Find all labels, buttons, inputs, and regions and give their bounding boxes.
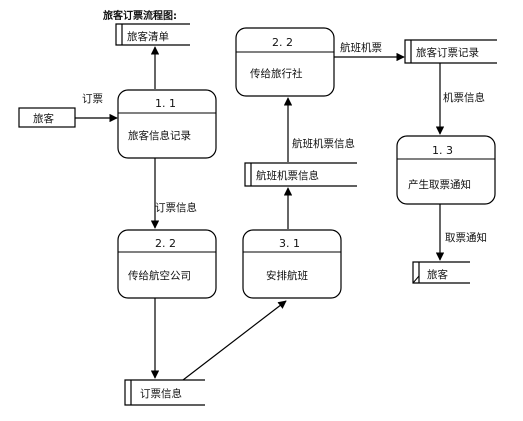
- flow-label-flight-ticket: 航班机票: [340, 41, 382, 54]
- process-id: 3. 1: [279, 237, 300, 250]
- process-name: 产生取票通知: [408, 178, 471, 191]
- process-name: 旅客信息记录: [128, 129, 191, 142]
- process-1-1: 1. 1 旅客信息记录: [117, 89, 217, 159]
- flow-label-pickup-notice: 取票通知: [445, 231, 487, 244]
- data-store-ticket-info: 订票信息: [124, 379, 205, 406]
- external-entity-label: 旅客: [33, 112, 54, 125]
- data-store-flight-ticket-info: 航班机票信息: [244, 162, 357, 187]
- flow-label-booking: 订票: [82, 93, 103, 105]
- data-store-label: 旅客: [427, 268, 448, 281]
- data-store-label: 旅客清单: [127, 30, 169, 43]
- flow-label-ticket-info: 订票信息: [155, 201, 197, 214]
- data-store-booking-records: 旅客订票记录: [404, 39, 497, 64]
- data-store-label: 订票信息: [140, 387, 182, 400]
- process-id: 1. 1: [155, 97, 176, 110]
- data-store-label: 航班机票信息: [256, 169, 319, 182]
- flow-arrow-ticket-store-to-schedule: [182, 300, 287, 381]
- diagram-title: 旅客订票流程图:: [103, 9, 177, 22]
- process-id: 1. 3: [432, 144, 453, 157]
- process-2-2-airline: 2. 2 传给航空公司: [117, 229, 217, 299]
- process-1-3: 1. 3 产生取票通知: [396, 135, 496, 205]
- process-name: 安排航班: [266, 269, 308, 282]
- flow-label-flight-ticket-info: 航班机票信息: [292, 137, 355, 150]
- process-id: 2. 2: [155, 237, 176, 250]
- process-name: 传给航空公司: [128, 269, 191, 282]
- external-entity-passenger: 旅客: [18, 107, 76, 128]
- process-name: 传给旅行社: [250, 67, 303, 80]
- process-id: 2. 2: [272, 36, 293, 49]
- data-store-passenger-output: 旅客: [412, 261, 470, 284]
- data-store-label: 旅客订票记录: [416, 46, 479, 59]
- process-2-2-travel-agency: 2. 2 传给旅行社: [235, 27, 335, 97]
- flow-label-ticket-info-2: 机票信息: [443, 91, 485, 104]
- process-3-1: 3. 1 安排航班: [242, 229, 342, 299]
- data-store-passenger-list: 旅客清单: [115, 23, 190, 46]
